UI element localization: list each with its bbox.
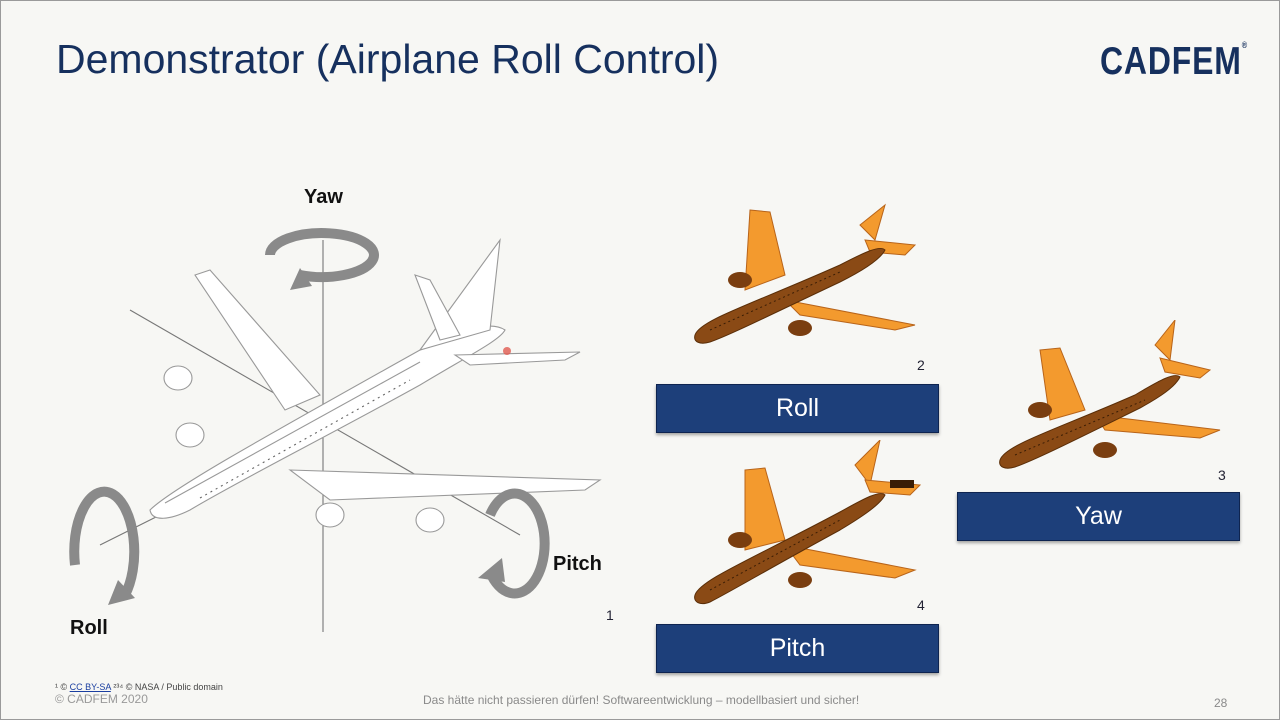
diagram-footnote-marker: 1 — [606, 607, 614, 623]
footer-tagline: Das hätte nicht passieren dürfen! Softwa… — [423, 693, 860, 707]
pitch-axis-label: Pitch — [553, 553, 602, 575]
roll-button[interactable]: Roll — [656, 384, 939, 433]
copyright-text: © CADFEM 2020 — [55, 692, 148, 706]
roll-ref-number: 2 — [917, 357, 925, 373]
roll-axis-label: Roll — [70, 617, 108, 639]
yaw-airplane-image — [999, 320, 1221, 469]
yaw-axis-label: Yaw — [304, 186, 343, 208]
credits-prefix: ¹ © — [55, 682, 70, 692]
roll-airplane-image — [694, 203, 917, 344]
pitch-rotation-arrow — [478, 488, 550, 599]
slide-title: Demonstrator (Airplane Roll Control) — [56, 36, 720, 82]
yaw-ref-number: 3 — [1218, 467, 1226, 483]
airplane-axes-diagram — [69, 228, 602, 632]
cc-by-sa-link[interactable]: CC BY-SA — [69, 682, 111, 692]
pitch-airplane-image — [694, 440, 922, 605]
yaw-button[interactable]: Yaw — [957, 492, 1240, 541]
logo-text: CADFEM — [1100, 40, 1242, 83]
credits-suffix: ²³⁴ © NASA / Public domain — [110, 682, 223, 692]
yaw-rotation-arrow — [265, 228, 379, 290]
pitch-button[interactable]: Pitch — [656, 624, 939, 673]
image-credits: ¹ © CC BY-SA ²³⁴ © NASA / Public domain — [55, 682, 223, 692]
cadfem-logo: CADFEM® — [1100, 40, 1248, 84]
page-number: 28 — [1214, 696, 1228, 710]
pitch-ref-number: 4 — [917, 597, 925, 613]
roll-rotation-arrow — [69, 486, 140, 605]
registered-mark: ® — [1241, 40, 1248, 50]
